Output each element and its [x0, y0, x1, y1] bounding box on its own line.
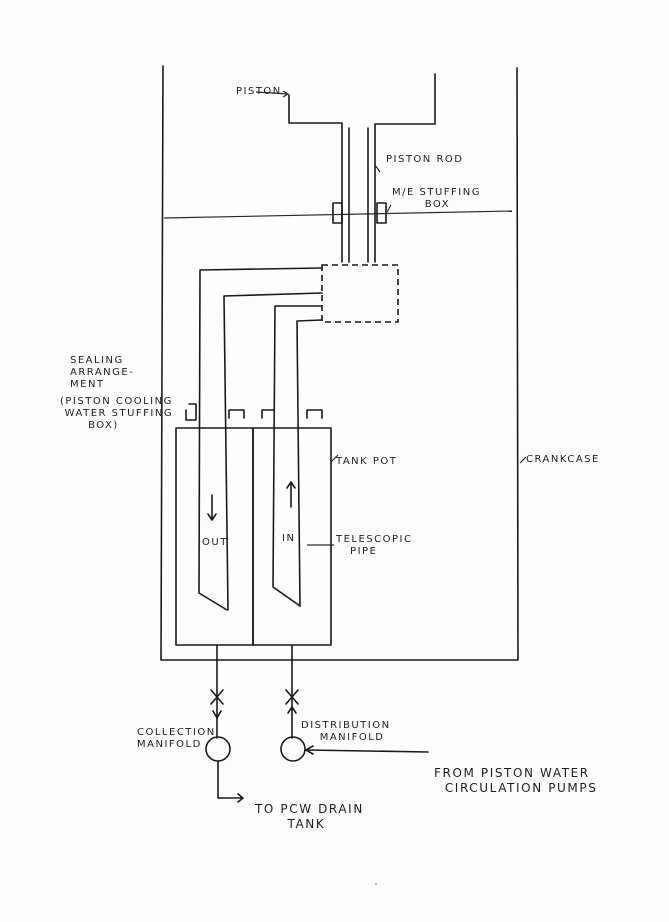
stuffing-box-left [332, 202, 343, 224]
stuffing-box-label: M/E STUFFING BOX [392, 187, 481, 210]
sealing-note-label: (PISTON COOLING WATER STUFFING BOX) [60, 396, 174, 431]
distribution-valve-arrow [287, 706, 297, 714]
piston-rod-pointer [374, 164, 381, 173]
pumps-label: FROM PISTON WATER CIRCULATION PUMPS [434, 766, 598, 795]
crosshead-box [321, 264, 399, 323]
distribution-manifold [280, 736, 306, 762]
piston-right [374, 73, 436, 263]
inlet-pipe-inner [296, 319, 323, 607]
out-label: OUT [202, 537, 228, 548]
distribution-valve [285, 689, 299, 705]
piston-pointer [255, 90, 290, 98]
gland-cap-3 [261, 409, 275, 419]
crankcase-label: CRANKCASE [526, 454, 600, 465]
crankcase-outline [160, 65, 519, 661]
gland-cap-1 [185, 403, 197, 421]
stuffing-box-plane [163, 210, 513, 219]
speck [375, 883, 377, 885]
tank-pot-label: TANK POT [336, 456, 398, 467]
gland-cap-2 [228, 409, 245, 419]
inlet-pipe-outer [272, 305, 323, 607]
distribution-manifold-label: DISTRIBUTION MANIFOLD [301, 720, 391, 743]
stuffing-box-right [376, 202, 387, 224]
gland-cap-4 [306, 409, 323, 419]
drain-tank-label: TO PCW DRAIN TANK [255, 802, 364, 831]
in-label: IN [282, 533, 296, 544]
piston-rod-label: PISTON ROD [386, 154, 464, 165]
tank-pot-pointer [330, 454, 339, 463]
pump-supply-line [305, 745, 429, 755]
collection-valve [210, 689, 224, 705]
stuffing-pointer [386, 204, 392, 213]
piston-label: PISTON [236, 86, 282, 97]
collection-manifold-label: COLLECTION MANIFOLD [137, 727, 216, 750]
out-arrow [207, 494, 217, 521]
outlet-pipe-outer [198, 267, 323, 611]
outlet-pipe-inner [223, 292, 323, 611]
sealing-arrangement-label: SEALING ARRANGE- MENT [70, 355, 135, 390]
in-arrow [286, 481, 296, 508]
telescopic-pipe-label: TELESCOPIC PIPE [336, 534, 413, 557]
crankcase-pointer [519, 456, 527, 464]
drain-line [217, 760, 244, 803]
piston-left [288, 94, 343, 263]
collection-valve-arrow [212, 710, 222, 719]
